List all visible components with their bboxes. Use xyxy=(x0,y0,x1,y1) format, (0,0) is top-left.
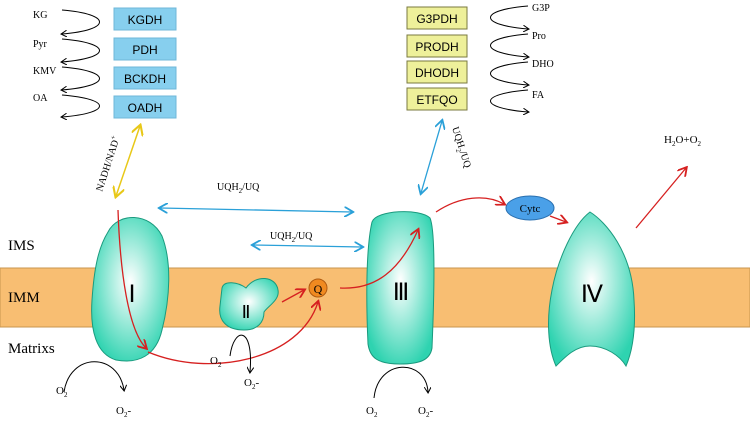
electron-flow-q-to-iii xyxy=(339,230,418,289)
pdh-label: PDH xyxy=(132,43,157,57)
complex-iii xyxy=(366,211,435,365)
g3pdh-label: G3PDH xyxy=(416,12,457,26)
dhodh-label: DHODH xyxy=(415,66,459,80)
bckdh-box: BCKDH xyxy=(113,66,177,90)
ros-o2-complex-iii: O2 xyxy=(366,405,378,419)
dho-label: DHO xyxy=(532,59,554,70)
uqh2-label-mid: UQH2/UQ xyxy=(270,231,313,244)
ims-label: IMS xyxy=(8,238,35,254)
ros-o2-complex-ii: O2 xyxy=(210,355,222,369)
oadh-box: OADH xyxy=(113,95,177,119)
cytc-label: Cytc xyxy=(520,203,541,215)
uqh2-arrow-top xyxy=(160,208,352,212)
cytc-ellipse xyxy=(505,195,555,221)
uqh2-label-top: UQH2/UQ xyxy=(217,182,260,195)
prodh-box: PRODH xyxy=(406,34,468,58)
kgdh-box: KGDH xyxy=(113,7,177,31)
uqh2-arrow-mid xyxy=(253,245,362,247)
nadh-arrow xyxy=(116,126,140,196)
complex-iv xyxy=(548,211,635,368)
pyr-curve xyxy=(62,38,100,62)
ros-curve-complex-i xyxy=(63,361,124,393)
pro-curve xyxy=(490,33,529,57)
etfqo-box: ETFQO xyxy=(406,87,468,111)
right-dehydrogenases: G3PDH PRODH DHODH ETFQO G3P Pro DHO FA xyxy=(406,3,554,112)
kg-curve xyxy=(62,9,100,34)
g3p-curve xyxy=(490,5,529,29)
electron-flow-complex-ii xyxy=(281,290,304,303)
electron-flow-iv-to-water xyxy=(635,168,686,229)
electron-flow-to-q xyxy=(147,302,318,365)
dhodh-box: DHODH xyxy=(406,60,468,84)
kg-label: KG xyxy=(33,10,47,21)
ros-curve-complex-ii xyxy=(229,334,251,372)
left-dehydrogenases: KGDH PDH BCKDH OADH KG Pyr KMV OA xyxy=(33,7,177,119)
ros-superoxide-complex-iii: O2- xyxy=(418,405,433,419)
complex-ii xyxy=(219,278,279,331)
oa-label: OA xyxy=(33,93,48,104)
complex-iii-label: Ⅲ xyxy=(393,280,410,306)
water-label: H2O+O2 xyxy=(664,134,702,148)
oa-curve xyxy=(62,94,100,117)
nadh-label: NADH/NAD+ xyxy=(92,134,122,193)
q-circle xyxy=(308,278,328,298)
complex-ii-label: Ⅱ xyxy=(242,302,251,322)
g3pdh-box: G3PDH xyxy=(406,6,468,30)
complex-iv-label: Ⅳ xyxy=(581,282,603,308)
electron-flow-cytc-to-iv xyxy=(549,216,566,222)
fa-label: FA xyxy=(532,90,545,101)
ros-superoxide-complex-i: O2- xyxy=(116,405,131,419)
uqh2-label-right: UQH2/UQ xyxy=(447,126,473,171)
dho-curve xyxy=(490,61,529,85)
pdh-box: PDH xyxy=(113,37,177,61)
kgdh-label: KGDH xyxy=(128,13,163,27)
ros-o2-complex-i: O2 xyxy=(56,385,68,399)
pyr-label: Pyr xyxy=(33,39,48,50)
uqh2-arrow-right xyxy=(421,121,442,193)
ros-curve-complex-iii xyxy=(373,366,428,399)
complex-i-label: Ⅰ xyxy=(128,282,135,308)
kmv-curve xyxy=(62,66,100,90)
g3p-label: G3P xyxy=(532,3,550,14)
kmv-label: KMV xyxy=(33,66,57,77)
q-label: Q xyxy=(314,282,323,296)
electron-flow-complex-i xyxy=(117,209,146,348)
imm-label: IMM xyxy=(8,290,40,306)
matrix-label: Matrixs xyxy=(8,341,55,357)
bckdh-label: BCKDH xyxy=(124,72,166,86)
fa-curve xyxy=(490,89,529,112)
pro-label: Pro xyxy=(532,31,546,42)
etfqo-label: ETFQO xyxy=(416,93,457,107)
electron-flow-iii-to-cytc xyxy=(435,198,504,213)
oadh-label: OADH xyxy=(128,101,163,115)
ros-superoxide-complex-ii: O2- xyxy=(244,377,259,391)
prodh-label: PRODH xyxy=(415,40,458,54)
